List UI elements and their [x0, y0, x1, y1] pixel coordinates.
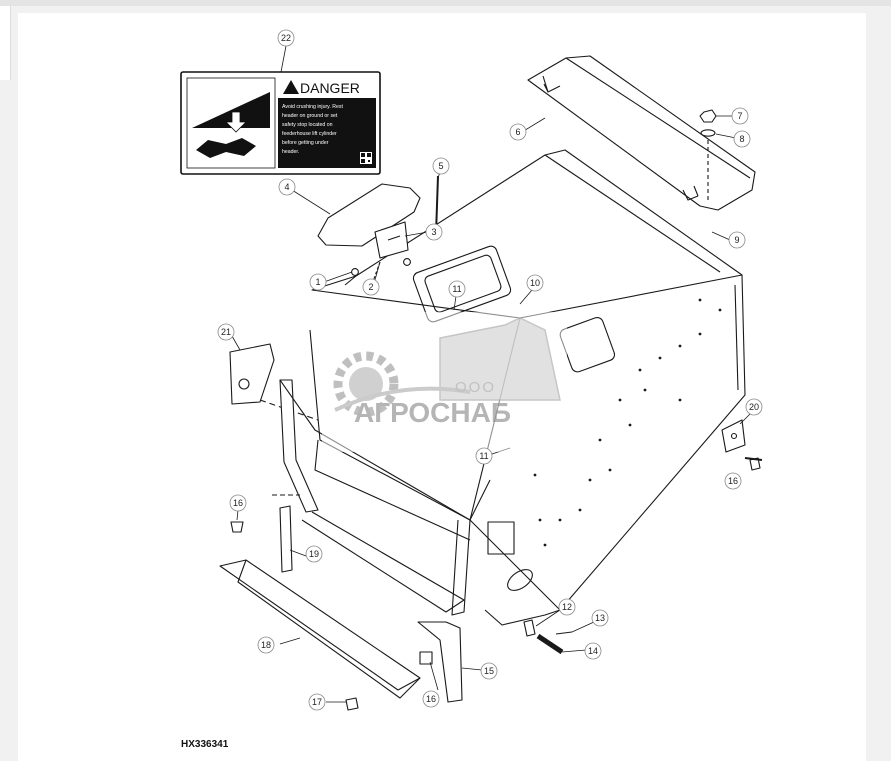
svg-text:3: 3 — [431, 227, 436, 237]
svg-text:1: 1 — [315, 277, 320, 287]
housing-bolt-holes — [533, 298, 722, 547]
callout-5[interactable]: 5 — [432, 157, 450, 175]
watermark-prefix: ООО — [455, 379, 496, 396]
part-4-access-door — [317, 183, 421, 259]
svg-text:10: 10 — [530, 278, 540, 288]
svg-text:4: 4 — [284, 182, 289, 192]
svg-text:19: 19 — [309, 549, 319, 559]
callout-22[interactable]: 22 — [277, 29, 295, 47]
callout-9[interactable]: 9 — [728, 231, 746, 249]
part-6-top-cover — [527, 55, 756, 211]
watermark-company: АГРОСНАБ — [354, 397, 511, 428]
callout-16[interactable]: 16 — [229, 494, 247, 512]
down-arrow-icon — [225, 111, 247, 133]
callout-1[interactable]: 1 — [309, 273, 327, 291]
svg-text:9: 9 — [734, 235, 739, 245]
callout-21[interactable]: 21 — [217, 323, 235, 341]
part-20-bracket — [721, 419, 763, 461]
callout-19[interactable]: 19 — [305, 545, 323, 563]
svg-text:22: 22 — [281, 33, 291, 43]
front-frame — [279, 379, 471, 616]
danger-body-line: before getting under — [282, 140, 329, 146]
callout-11[interactable]: 11 — [448, 280, 466, 298]
callout-13[interactable]: 13 — [591, 609, 609, 627]
callout-8[interactable]: 8 — [733, 130, 751, 148]
part-19-strap — [272, 494, 300, 573]
side-panel-edge — [0, 6, 11, 80]
svg-text:11: 11 — [452, 284, 461, 294]
part-18-angle-bar — [219, 559, 421, 699]
svg-text:13: 13 — [595, 613, 605, 623]
part-15-channel — [417, 621, 463, 703]
part-16-bolts — [230, 457, 761, 665]
callout-2[interactable]: 2 — [362, 278, 380, 296]
danger-body-line: feederhouse lift cylinder — [282, 131, 337, 137]
svg-text:11: 11 — [479, 451, 488, 461]
svg-text:6: 6 — [515, 127, 520, 137]
watermark: ООО АГРОСНАБ — [322, 312, 567, 452]
part-12-14-pin — [523, 619, 573, 655]
danger-heading: DANGER — [300, 80, 360, 96]
svg-text:16: 16 — [233, 498, 243, 508]
svg-text:2: 2 — [368, 282, 373, 292]
svg-text:8: 8 — [739, 134, 744, 144]
combine-harvester-icon — [439, 317, 561, 401]
danger-body-line: safety stop located on — [282, 122, 333, 128]
svg-text:14: 14 — [588, 646, 598, 656]
part-21-bracket — [229, 343, 319, 421]
callout-16[interactable]: 16 — [422, 690, 440, 708]
danger-body-line: header on ground or set — [282, 113, 338, 119]
gear-icon — [333, 351, 399, 417]
callout-18[interactable]: 18 — [257, 636, 275, 654]
callout-20[interactable]: 20 — [745, 398, 763, 416]
callout-11[interactable]: 11 — [475, 447, 493, 465]
scroll-gutter — [876, 6, 891, 761]
svg-text:15: 15 — [484, 666, 494, 676]
callout-15[interactable]: 15 — [480, 662, 498, 680]
svg-text:18: 18 — [261, 640, 271, 650]
top-bar — [0, 0, 891, 6]
callout-14[interactable]: 14 — [584, 642, 602, 660]
danger-body-line: Avoid crushing injury. Rest — [282, 104, 343, 110]
callout-3[interactable]: 3 — [425, 223, 443, 241]
callout-6[interactable]: 6 — [509, 123, 527, 141]
svg-text:5: 5 — [438, 161, 443, 171]
svg-text:21: 21 — [221, 327, 231, 337]
callouts: 22 6 7 8 5 4 3 9 1 2 11 10 21 20 11 16 1… — [217, 29, 763, 711]
svg-text:7: 7 — [737, 111, 742, 121]
svg-text:16: 16 — [426, 694, 436, 704]
figure-id-label: HX336341 — [181, 739, 229, 750]
callout-4[interactable]: 4 — [278, 178, 296, 196]
callout-10[interactable]: 10 — [526, 274, 544, 292]
svg-text:16: 16 — [728, 476, 738, 486]
callout-7[interactable]: 7 — [731, 107, 749, 125]
part-7-8-nut-washer — [699, 109, 717, 200]
callout-17[interactable]: 17 — [308, 693, 326, 711]
danger-decal: DANGER Avoid crushing injury. Rest heade… — [180, 71, 381, 175]
danger-body-line: header. — [282, 149, 299, 155]
callout-12[interactable]: 12 — [558, 598, 576, 616]
callout-16[interactable]: 16 — [724, 472, 742, 490]
svg-text:12: 12 — [562, 602, 572, 612]
svg-text:20: 20 — [749, 402, 759, 412]
part-17-bolt — [345, 697, 359, 711]
warning-triangle-icon — [283, 80, 299, 94]
svg-text:17: 17 — [312, 697, 322, 707]
